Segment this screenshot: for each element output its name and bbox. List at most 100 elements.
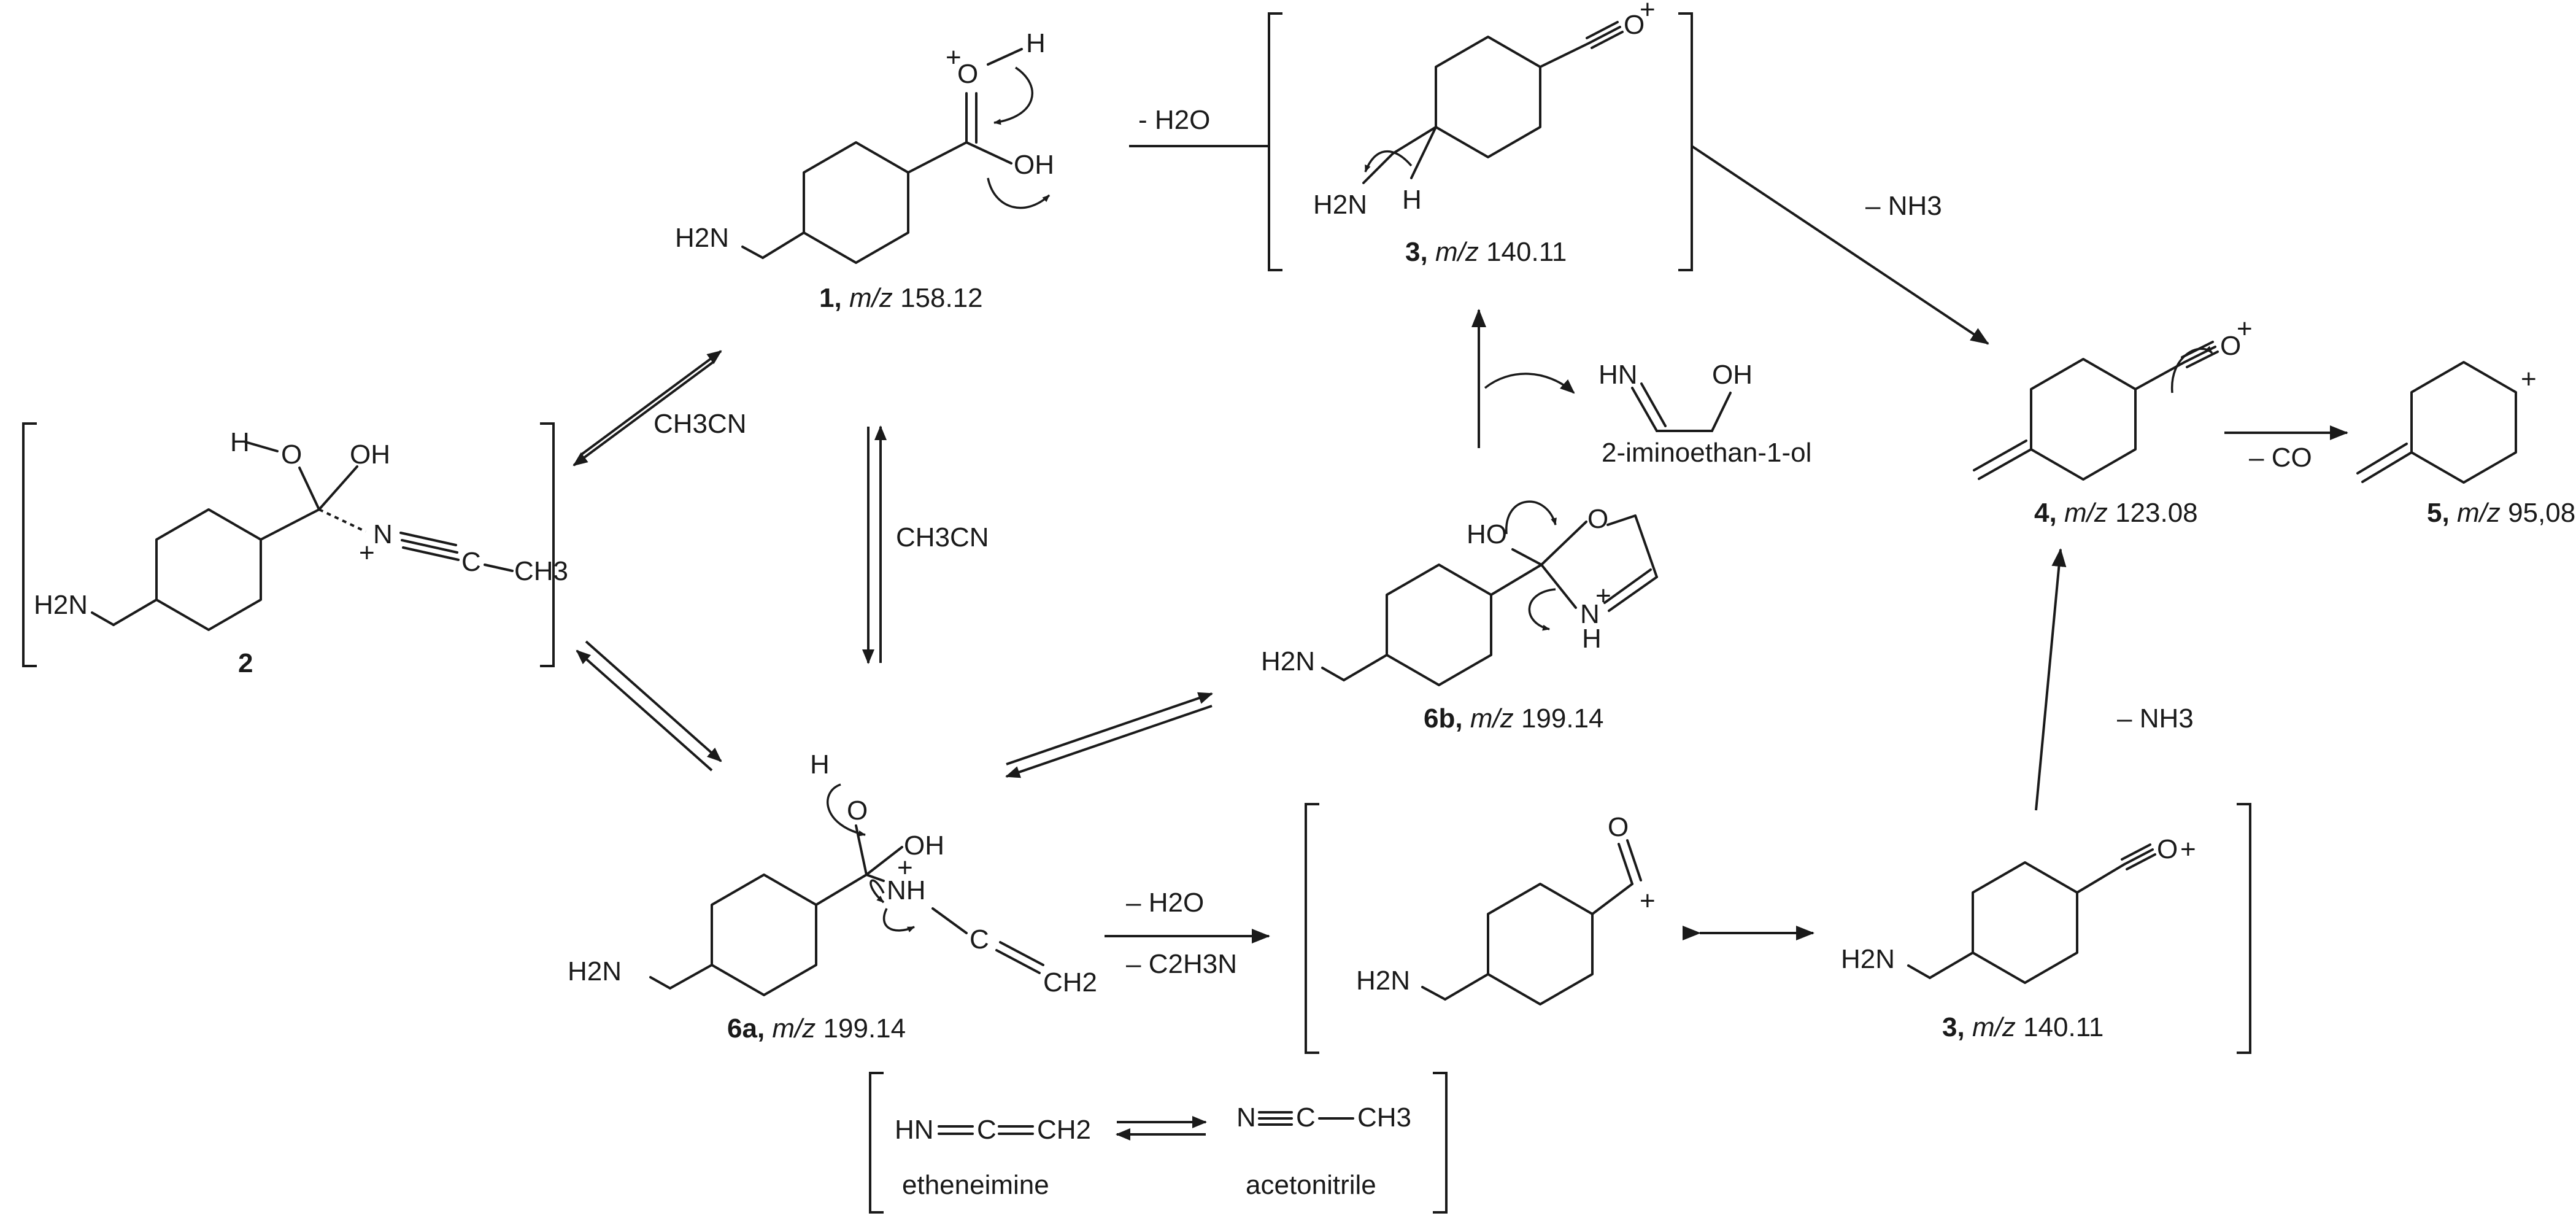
compound-6a-caption: 6a, m/z 199.14 bbox=[727, 1013, 906, 1044]
compound-4-charge: + bbox=[2237, 314, 2253, 344]
compound-6a-iminium: NH bbox=[887, 875, 926, 905]
compound-3-top: H2N H O + 3, m/z 140.11 bbox=[1268, 0, 1693, 271]
compound-6a-hydroxyl: OH bbox=[904, 831, 944, 861]
compound-6a-amine: H2N bbox=[568, 956, 622, 986]
acetonitrile-carbon: C bbox=[1296, 1102, 1316, 1133]
compound-2-carbon: C bbox=[461, 547, 481, 577]
compound-1-amine: H2N bbox=[675, 223, 729, 253]
right-bracket bbox=[540, 422, 555, 667]
compound-1-caption: 1, m/z 158.12 bbox=[819, 283, 983, 313]
right-bracket bbox=[1433, 1072, 1448, 1214]
compound-6b-oxygen: O bbox=[1587, 504, 1608, 534]
compound-3-top-hydrogen: H bbox=[1402, 185, 1422, 215]
compound-2-hydroxyl: OH bbox=[350, 440, 390, 470]
compound-2-charge: + bbox=[359, 538, 375, 568]
tautomer-pair: HN C CH2 etheneimine N C CH3 acetonitril… bbox=[869, 1072, 1448, 1214]
compound-3-bottom-caption: 3, m/z 140.11 bbox=[1942, 1012, 2104, 1042]
compound-1-charge: + bbox=[946, 42, 962, 72]
compound-2-oxygen: O bbox=[281, 440, 302, 470]
etheneimine-imine: HN bbox=[895, 1115, 934, 1145]
compound-3-bottom-amine: H2N bbox=[1841, 944, 1895, 974]
ch3cn-label-1: CH3CN bbox=[654, 409, 747, 439]
compound-5-charge: + bbox=[2521, 364, 2537, 394]
compound-6a: H2N H O OH NH + C CH2 6a, m/z 199.14 bbox=[568, 750, 1097, 1044]
loss-c2h3n-label: – C2H3N bbox=[1126, 949, 1237, 979]
curved-arrow-icon bbox=[1528, 588, 1556, 631]
left-bracket bbox=[22, 422, 37, 667]
equilibrium-arrow-icon bbox=[1006, 692, 1213, 765]
compound-2: H2N H O OH N + C CH3 2 bbox=[22, 422, 568, 678]
compound-6a-methylene: CH2 bbox=[1043, 967, 1097, 997]
equilibrium-arrow-icon bbox=[573, 361, 714, 467]
compound-2-amine: H2N bbox=[34, 590, 88, 620]
compound-2-hydrogen: H bbox=[230, 427, 250, 457]
acetonitrile-methyl: CH3 bbox=[1357, 1102, 1411, 1133]
compound-6b-amine: H2N bbox=[1261, 646, 1315, 676]
compound-6b-caption: 6b, m/z 199.14 bbox=[1424, 703, 1604, 734]
acetonitrile-name: acetonitrile bbox=[1246, 1170, 1376, 1200]
compound-3-bottom-oxygen: O bbox=[2157, 834, 2178, 864]
compound-3-bottom-charge: + bbox=[2180, 834, 2196, 864]
compound-5-caption: 5, m/z 95,08 bbox=[2427, 498, 2575, 528]
equilibrium-arrow-icon bbox=[580, 350, 722, 455]
acetonitrile-nitrogen: N bbox=[1236, 1102, 1256, 1133]
compound-6a-carbon: C bbox=[970, 924, 989, 955]
iminoethanol-hydroxyl: OH bbox=[1712, 360, 1753, 390]
compound-6a-hydrogen: H bbox=[810, 750, 830, 780]
reaction-arrow-icon bbox=[1691, 145, 1989, 345]
compound-1-hydroxyl: OH bbox=[1014, 150, 1054, 180]
curved-arrow-icon bbox=[827, 783, 866, 837]
acylium-resonance: H2N O + H2N O + 3, m/z 140.11 bbox=[1305, 803, 2251, 1054]
acylium-amine: H2N bbox=[1356, 966, 1410, 996]
loss-nh3-right-label: – NH3 bbox=[2117, 703, 2194, 734]
compound-5: + 5, m/z 95,08 bbox=[2356, 361, 2575, 528]
compound-2-nitrogen: N bbox=[373, 519, 393, 549]
compound-1-oxygen: O bbox=[957, 59, 978, 89]
curved-arrow-icon bbox=[1505, 500, 1557, 535]
curved-arrow-icon bbox=[1484, 373, 1575, 394]
compound-2-caption: 2 bbox=[238, 648, 253, 678]
compound-4-oxygen: O bbox=[2220, 331, 2241, 361]
compound-2-methyl: CH3 bbox=[514, 556, 568, 586]
left-bracket bbox=[869, 1072, 884, 1214]
compound-4: O + 4, m/z 123.08 bbox=[1973, 314, 2253, 528]
acylium-charge: + bbox=[1640, 886, 1656, 916]
curved-arrow-icon bbox=[987, 177, 1051, 209]
iminoethanol-imine: HN bbox=[1598, 360, 1638, 390]
etheneimine-carbon: C bbox=[977, 1115, 997, 1145]
iminoethanol-byproduct: HN OH 2-iminoethan-1-ol bbox=[1598, 360, 1811, 468]
compound-4-caption: 4, m/z 123.08 bbox=[2034, 498, 2198, 528]
curved-arrow-icon bbox=[993, 66, 1033, 125]
compound-6a-oxygen: O bbox=[847, 796, 868, 826]
ch3cn-label-2: CH3CN bbox=[896, 522, 989, 552]
compound-6b-hydroxyl: HO bbox=[1467, 519, 1507, 549]
compound-6b-nitrogen: N bbox=[1580, 599, 1600, 629]
equilibrium-arrow-icon bbox=[576, 649, 713, 772]
equilibrium-arrow-icon bbox=[585, 640, 722, 762]
right-bracket bbox=[1678, 12, 1693, 271]
iminoethanol-name: 2-iminoethan-1-ol bbox=[1602, 438, 1811, 468]
left-bracket bbox=[1268, 12, 1282, 271]
equilibrium-arrow-icon bbox=[1005, 705, 1213, 778]
compound-6a-charge: + bbox=[897, 853, 913, 883]
compound-1: H2N O + H OH 1, m/z 158.12 bbox=[675, 28, 1054, 313]
left-bracket bbox=[1305, 803, 1319, 1054]
loss-nh3-top-label: – NH3 bbox=[1865, 191, 1942, 221]
compound-3-top-oxygen: O bbox=[1624, 10, 1645, 40]
reaction-arrow-icon bbox=[2035, 548, 2067, 811]
compound-6b-charge: + bbox=[1595, 581, 1611, 611]
compound-6b-hydrogen: H bbox=[1582, 624, 1602, 654]
curved-arrow-icon bbox=[2171, 346, 2213, 393]
etheneimine-name: etheneimine bbox=[902, 1170, 1049, 1200]
right-bracket bbox=[2237, 803, 2251, 1054]
acylium-oxygen: O bbox=[1608, 812, 1629, 842]
compound-6b: H2N HO O N + H 6b, m/z 199.14 bbox=[1261, 500, 1658, 734]
compound-3-top-amine: H2N bbox=[1313, 190, 1367, 220]
curved-arrow-icon bbox=[870, 879, 885, 904]
loss-co-label: – CO bbox=[2249, 443, 2312, 473]
loss-h2o-bottom-label: – H2O bbox=[1126, 888, 1204, 918]
compound-3-top-charge: + bbox=[1640, 0, 1656, 25]
etheneimine-methylene: CH2 bbox=[1037, 1115, 1091, 1145]
curved-arrow-icon bbox=[882, 908, 915, 932]
